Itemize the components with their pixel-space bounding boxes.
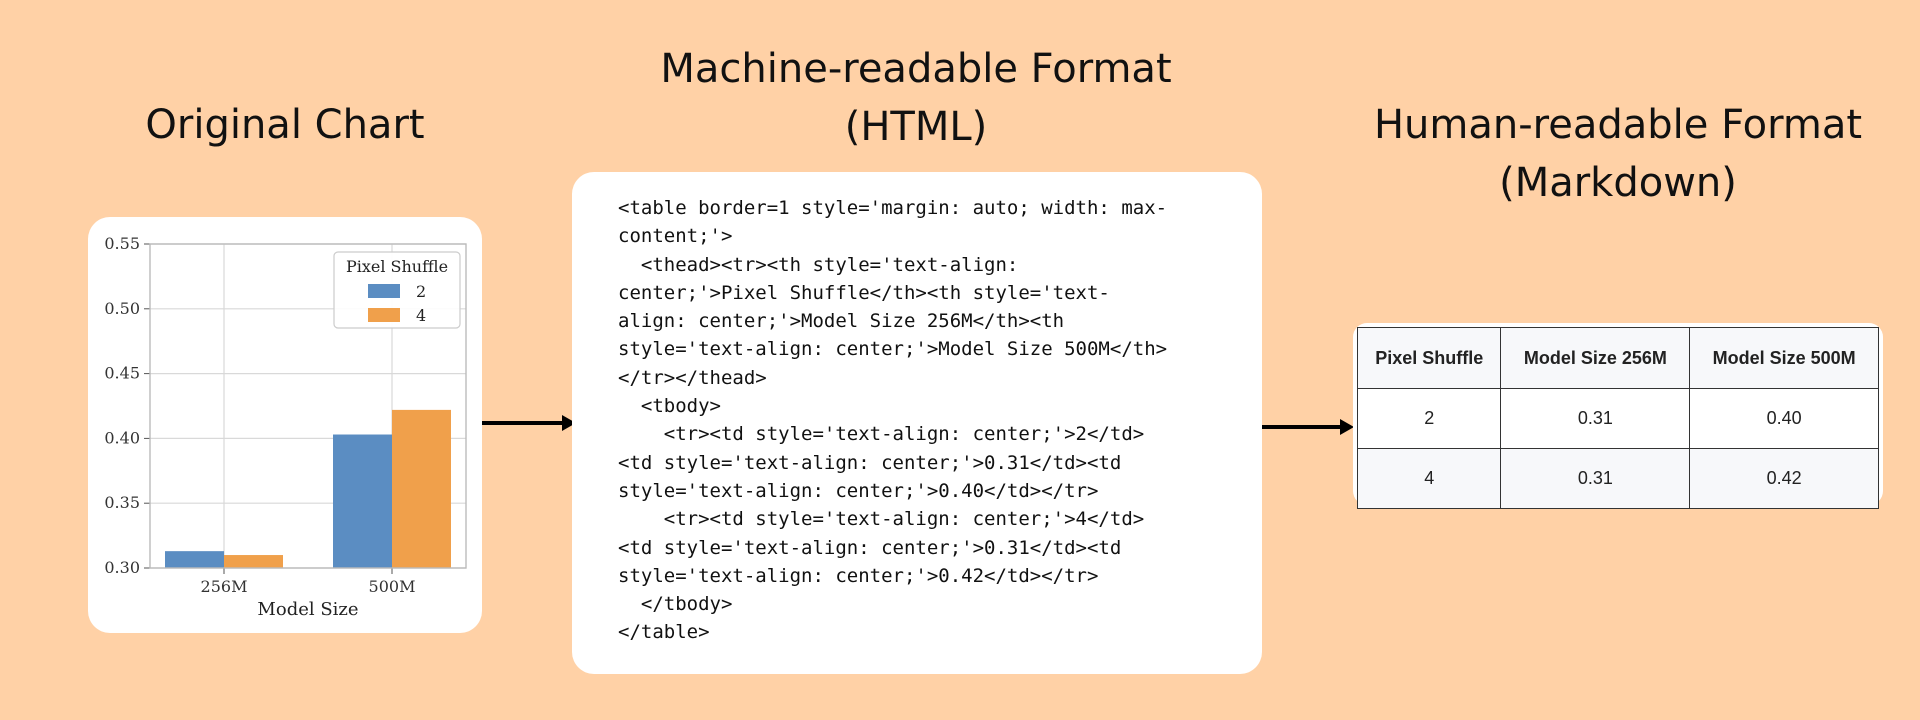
y-tick-label: 0.55 [104,234,140,253]
legend-swatch [368,308,400,322]
markdown-format-subtitle: (Markdown) [1499,160,1737,206]
arrow-chart-to-html [482,415,576,431]
markdown-format-heading: Human-readable Format (Markdown) [1358,96,1878,212]
plot-frame [149,243,467,569]
html-format-heading: Machine-readable Format (HTML) [572,40,1260,156]
table-header-cell: Model Size 256M [1500,327,1691,389]
x-axis-label: Model Size [257,599,358,620]
table-header-row: Pixel Shuffle Model Size 256M Model Size… [1356,327,1879,389]
table-header-cell: Pixel Shuffle [1356,327,1502,389]
bar [224,555,283,568]
table-header-cell: Model Size 500M [1689,327,1879,389]
x-tick-label: 256M [201,577,248,596]
y-tick-label: 0.30 [104,558,140,577]
x-tick-label: 500M [369,577,416,596]
markdown-format-title: Human-readable Format [1373,102,1863,148]
original-chart-title: Original Chart [145,102,425,148]
html-code-block: <table border=1 style='margin: auto; wid… [618,197,1168,644]
bar [333,434,392,568]
table-row: 4 0.31 0.42 [1356,448,1879,509]
chart-card: 0.30 0.35 0.40 0.45 0.50 0.55 256M 500M Model Si… [88,217,482,633]
bar [165,551,224,568]
y-tick-label: 0.50 [104,299,140,318]
legend-entry-label: 4 [416,306,426,325]
markdown-table-card: Pixel Shuffle Model Size 256M Model Size… [1353,323,1883,509]
legend-entry-label: 2 [416,282,426,301]
table-cell: 0.31 [1500,448,1691,509]
html-format-subtitle: (HTML) [844,104,988,150]
y-tick-label: 0.35 [104,493,140,512]
markdown-table: Pixel Shuffle Model Size 256M Model Size… [1356,327,1879,509]
legend-title: Pixel Shuffle [346,257,448,276]
html-format-title: Machine-readable Format [660,46,1172,92]
bar [392,409,451,568]
table-cell: 0.40 [1689,388,1879,449]
bar-chart: 0.30 0.35 0.40 0.45 0.50 0.55 256M 500M Model Si… [104,234,467,620]
table-cell: 4 [1356,448,1502,509]
table-cell: 2 [1356,388,1502,449]
arrow-html-to-markdown [1262,419,1354,435]
table-row: 2 0.31 0.40 [1356,388,1879,449]
original-chart-heading: Original Chart [90,96,480,154]
y-tick-label: 0.40 [104,428,140,447]
y-tick-label: 0.45 [104,364,140,383]
legend-swatch [368,284,400,298]
table-cell: 0.31 [1500,388,1691,449]
html-code-card: <table border=1 style='margin: auto; wid… [572,172,1262,674]
table-cell: 0.42 [1689,448,1879,509]
